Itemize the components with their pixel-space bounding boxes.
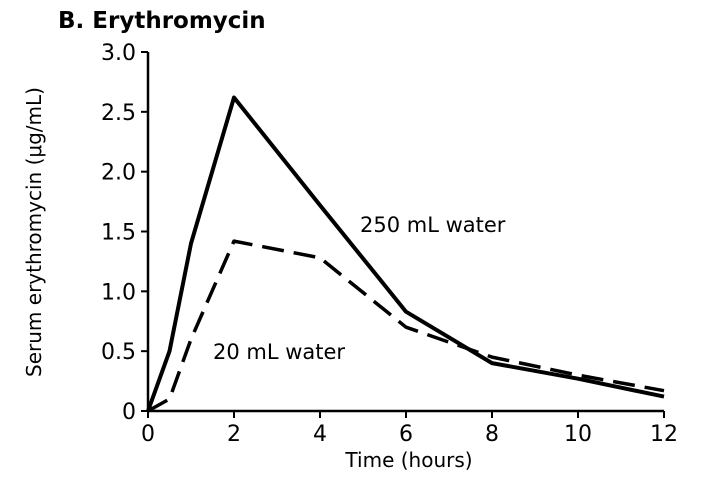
x-tick-label: 2 — [227, 422, 241, 447]
x-tick-label: 4 — [313, 422, 327, 447]
y-tick-label: 2.5 — [101, 101, 136, 126]
x-tick-label: 10 — [564, 422, 592, 447]
y-tick-label: 2.0 — [101, 161, 136, 186]
x-axis-label: Time (hours) — [344, 448, 472, 472]
y-tick-label: 3.0 — [101, 41, 136, 66]
y-tick-label: 0 — [122, 400, 136, 425]
y-axis-label: Serum erythromycin (μg/mL) — [22, 87, 46, 377]
ticks: 0 2 4 6 8 10 12 0 0.5 1.0 1.5 2.0 2.5 3.0 — [101, 41, 678, 447]
x-tick-label: 12 — [650, 422, 678, 447]
series-line-20ml — [147, 239, 665, 413]
y-tick-label: 1.5 — [101, 221, 136, 246]
x-tick-label: 8 — [485, 422, 499, 447]
y-tick-label: 1.0 — [101, 280, 136, 305]
x-tick-label: 0 — [141, 422, 155, 447]
annotation-20ml: 20 mL water — [213, 340, 345, 364]
chart-title: B. Erythromycin — [58, 8, 266, 34]
annotation-250ml: 250 mL water — [360, 213, 506, 237]
x-tick-label: 6 — [399, 422, 413, 447]
y-tick-label: 0.5 — [101, 340, 136, 365]
series-layer — [146, 95, 665, 413]
series-line-250ml — [146, 95, 665, 412]
